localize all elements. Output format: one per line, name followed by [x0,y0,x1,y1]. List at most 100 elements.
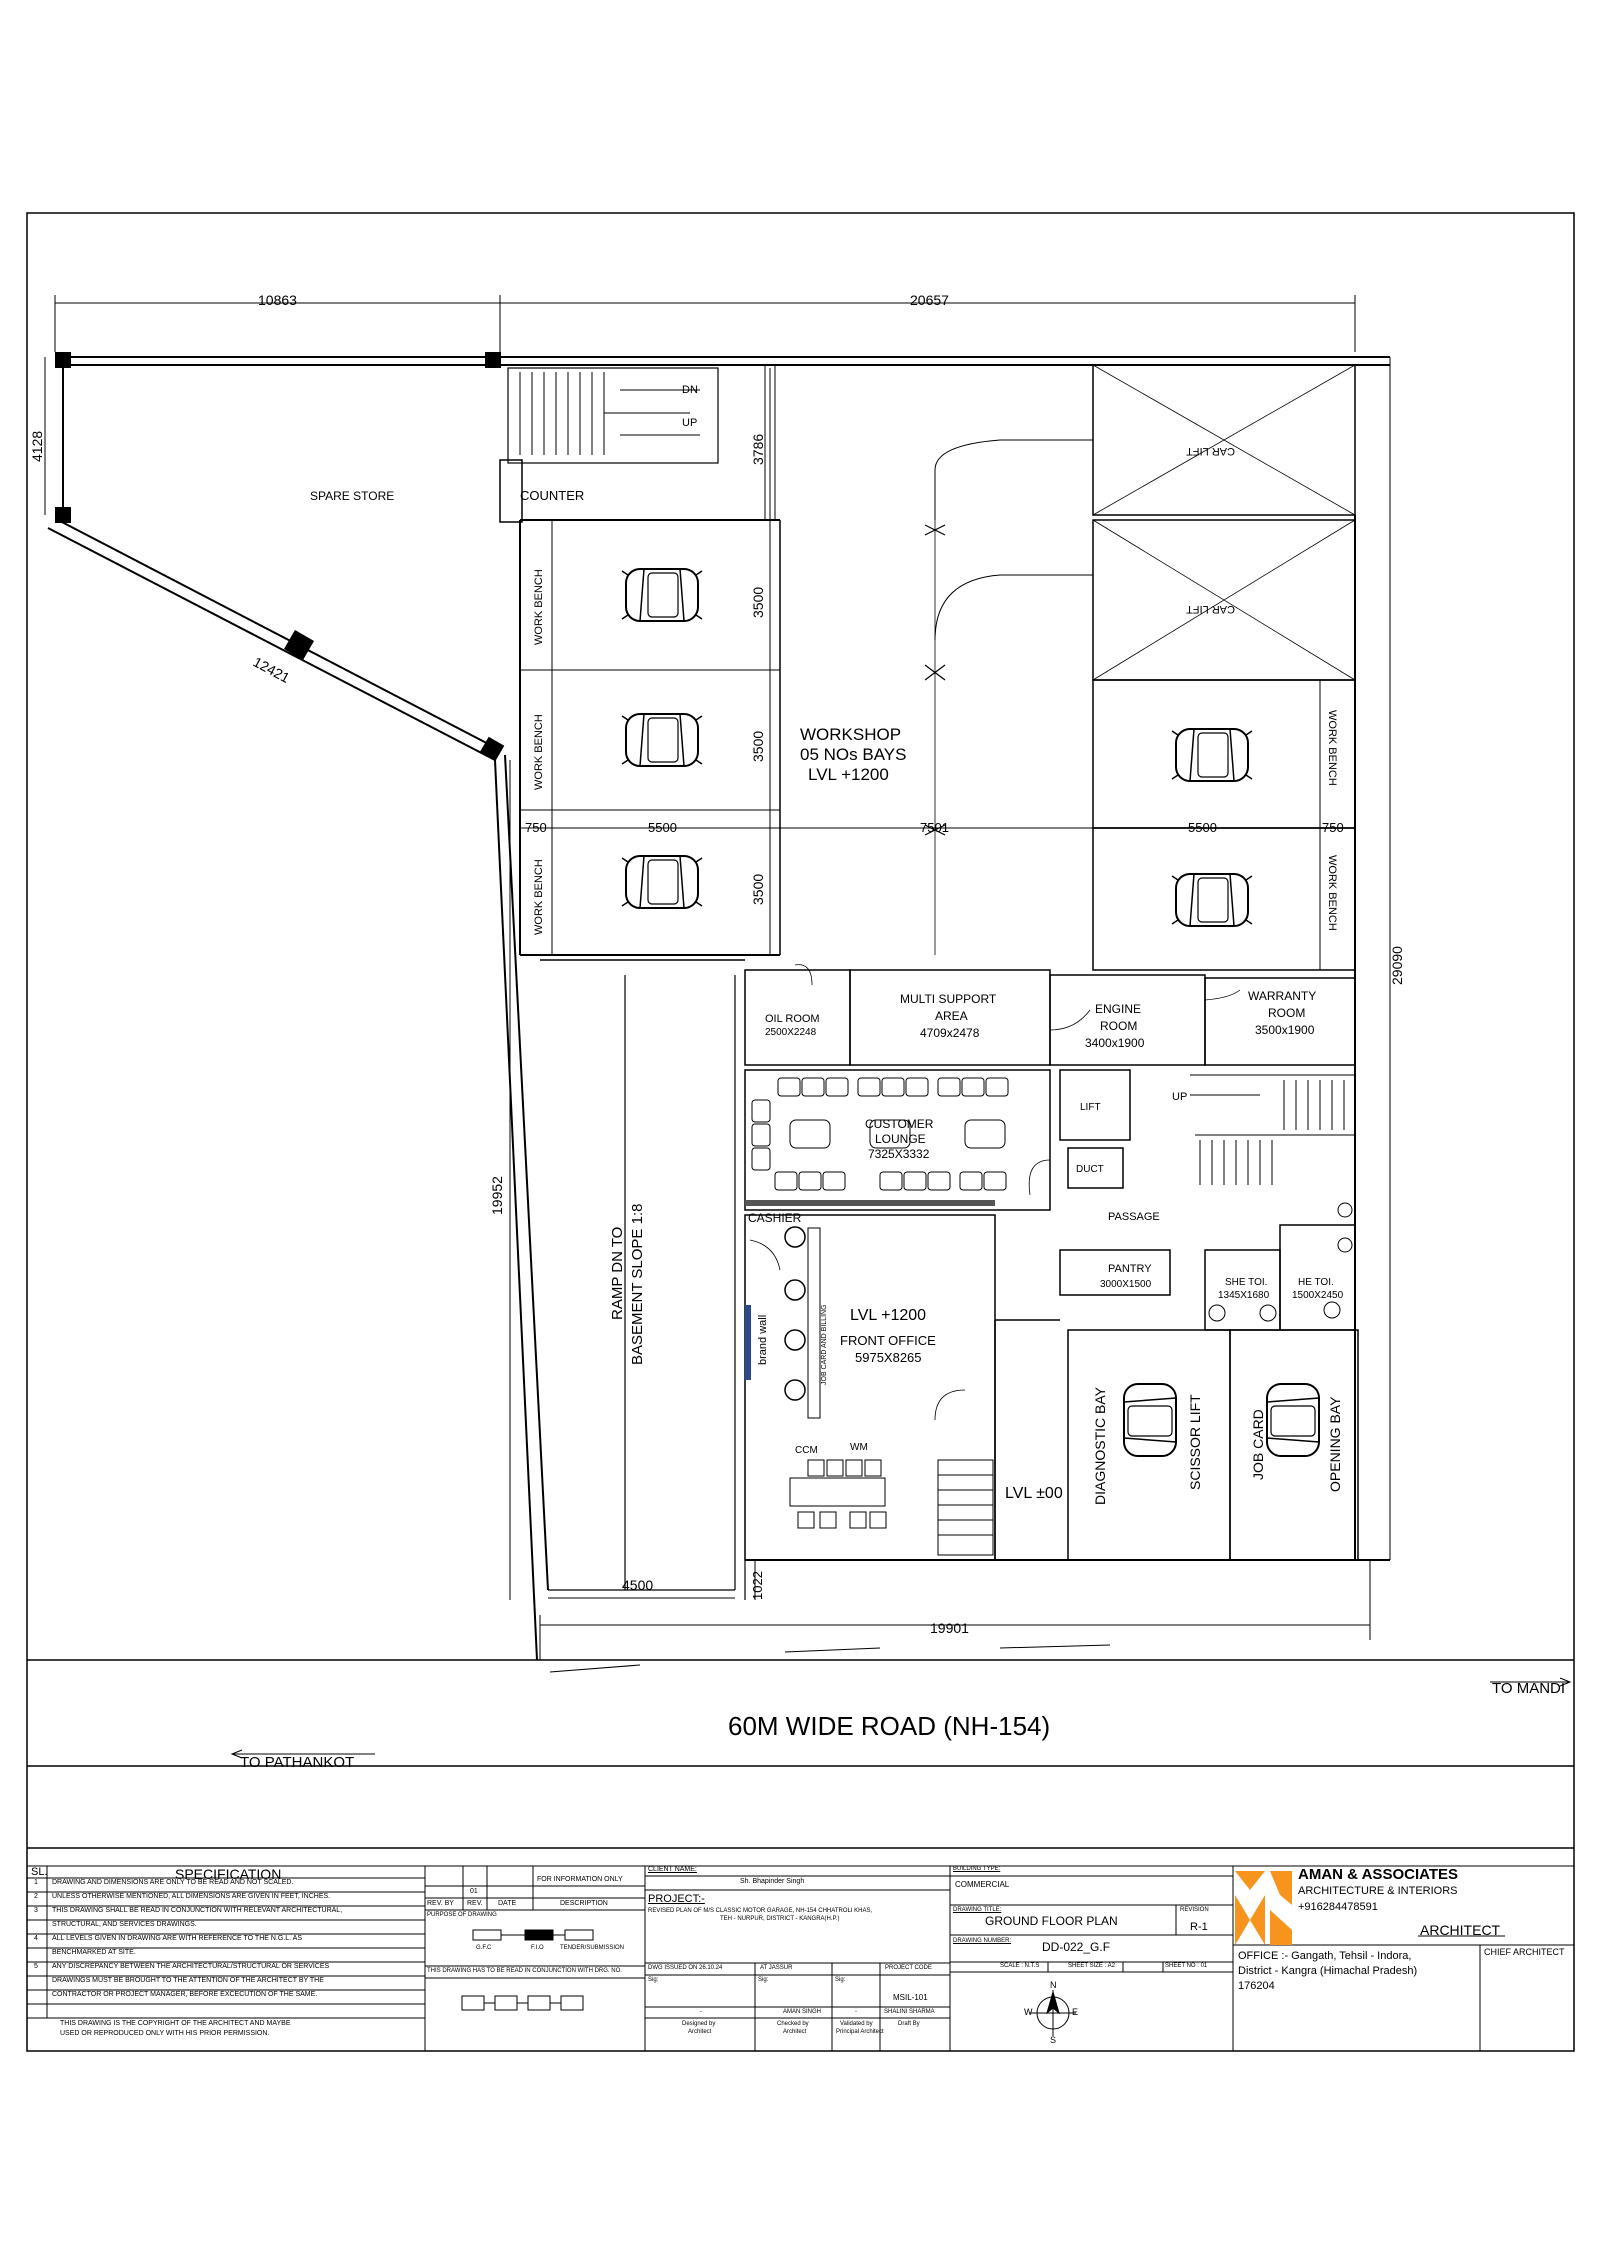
project-line-1: REVISED PLAN OF M/S CLASSIC MOTOR GARAGE… [648,1908,873,1914]
validated-by-label: Validated by [840,2021,873,2027]
sheet-no-label: SHEET NO : 01 [1165,1963,1208,1969]
she-toilet-size: 1345X1680 [1218,1290,1270,1301]
she-toilet-label: SHE TOI. [1225,1277,1267,1288]
dim-bay-2: 3500 [750,731,766,762]
engine-room-label-2: ROOM [1100,1019,1137,1033]
to-mandi-label: TO MANDI [1492,1680,1565,1697]
work-bench-5: WORK BENCH [1326,855,1338,931]
drawing-title: GROUND FLOOR PLAN [985,1914,1118,1928]
spec-item-number: 5 [34,1963,38,1970]
car-lift-label-2: CAR LIFT [1186,603,1235,615]
up-label: UP [682,417,697,429]
pantry-label: PANTRY [1108,1263,1152,1275]
front-office-level: LVL +1200 [850,1307,926,1324]
dim-left-side: 4128 [29,431,45,462]
project-line-2: TEH - NURPUR, DISTRICT - KANGRA(H.P.) [720,1916,840,1922]
dwg-issued: DWG ISSUED ON 26.10.24 [648,1965,723,1971]
rev-header: REV. [467,1900,483,1907]
dim-750-left: 750 [525,820,547,835]
spec-item-text: BENCHMARKED AT SITE. [52,1949,136,1956]
spec-item-text: ANY DISCREPANCY BETWEEN THE ARCHITECTURA… [52,1963,330,1970]
drawing-number: DD-022_G.F [1042,1940,1111,1954]
work-bench-2: WORK BENCH [533,714,545,790]
purpose-label: PURPOSE OF DRAWING [427,1912,497,1918]
duct-label: DUCT [1076,1164,1104,1175]
office-line-3: 176204 [1238,1980,1275,1992]
firm-name: AMAN & ASSOCIATES [1298,1866,1459,1883]
multi-support-size: 4709x2478 [920,1026,980,1040]
he-toilet-label: HE TOI. [1298,1277,1334,1288]
pantry-size: 3000X1500 [1100,1279,1152,1290]
engine-room-size: 3400x1900 [1085,1036,1145,1050]
rev-number: 01 [470,1888,478,1895]
warranty-room-size: 3500x1900 [1255,1023,1315,1037]
architect-label: ARCHITECT [1420,1922,1501,1938]
wm-label: WM [850,1442,868,1453]
job-card-billing-label: JOB CARD AND BILLING [821,1304,828,1385]
building-type: COMMERCIAL [955,1880,1010,1889]
spec-item-text: STRUCTURAL, AND SERVICES DRAWINGS. [52,1921,197,1928]
multi-support-label: MULTI SUPPORT [900,992,997,1006]
scissor-lift-label: SCISSOR LIFT [1187,1394,1203,1490]
dim-diagonal: 12421 [251,654,293,687]
dim-5500-right: 5500 [1188,820,1217,835]
compass-s: S [1050,2035,1057,2045]
spec-item-number: 2 [34,1893,38,1900]
workshop-bays: 05 NOs BAYS [800,745,906,764]
dwg-issued-at: AT JASSUR [760,1965,793,1971]
ccm-label: CCM [795,1445,818,1456]
spare-store-label: SPARE STORE [310,489,394,503]
workshop-label: WORKSHOP [800,725,901,744]
revision: R-1 [1190,1921,1208,1933]
drawing-number-label: DRAWING NUMBER: [953,1938,1012,1944]
spec-item-text: DRAWINGS MUST BE BROUGHT TO THE ATTENTIO… [52,1977,324,1984]
scale-label: SCALE : N.T.S [1000,1963,1040,1969]
engine-room-label: ENGINE [1095,1002,1141,1016]
car-bay-1 [621,568,703,622]
dim-bay-3: 3500 [750,874,766,905]
firm-subtitle: ARCHITECTURE & INTERIORS [1298,1885,1458,1897]
car-bay-2 [621,713,703,767]
dim-5500-left: 5500 [648,820,677,835]
project-code-label: PROJECT CODE [885,1965,932,1971]
car-bay-5 [1171,873,1253,927]
spec-item-number: 4 [34,1935,38,1942]
chief-architect-label: CHIEF ARCHITECT [1484,1947,1565,1957]
car-opening [1266,1383,1320,1457]
compass-w: W [1024,2007,1033,2017]
firm-phone: +916284478591 [1298,1901,1378,1913]
dim-bay-1: 3500 [750,587,766,618]
dim-right-side: 29090 [1389,946,1405,985]
spec-item-number: 1 [34,1879,38,1886]
warranty-room-label-2: ROOM [1268,1006,1305,1020]
validated-by-role: Principal Architect [836,2029,884,2035]
customer-lounge-size: 7325X3332 [868,1147,930,1161]
spec-item-text: ALL LEVELS GIVEN IN DRAWING ARE WITH REF… [52,1935,302,1942]
dim-top-left: 10863 [258,292,297,308]
revision-label: REVISION [1180,1907,1209,1913]
opening-bay-label: OPENING BAY [1327,1396,1343,1492]
diagnostic-bay-label: DIAGNOSTIC BAY [1092,1386,1108,1505]
customer-lounge-label-2: LOUNGE [875,1132,926,1146]
oil-room-size: 2500X2248 [765,1027,817,1038]
drawing-title-label: DRAWING TITLE: [953,1907,1002,1913]
date-header: DATE [498,1900,517,1907]
tender-label: TENDER/SUBMISSION [560,1945,625,1951]
sl-header: SL. [31,1866,48,1878]
to-pathankot-label: TO PATHANKOT [240,1754,354,1771]
client-name-label: CLIENT NAME: [648,1866,697,1873]
building-type-label: BUILDING TYPE: [953,1866,1001,1872]
office-line-1: OFFICE :- Gangath, Tehsil - Indora, [1238,1950,1412,1962]
brand-wall-marker [745,1305,751,1380]
spec-item-text: CONTRACTOR OR PROJECT MANAGER, BEFORE EX… [52,1991,318,1998]
dim-750-right: 750 [1322,820,1344,835]
cashier-label: CASHIER [748,1211,802,1225]
designed-by-role: Architect [688,2029,712,2035]
level-zero-label: LVL ±00 [1005,1485,1063,1502]
compass-e: E [1072,2007,1079,2017]
workshop-level: LVL +1200 [808,765,889,784]
validator-name: - [855,2009,857,2015]
copyright-line-2: USED OR REPRODUCED ONLY WITH HIS PRIOR P… [60,2030,270,2037]
car-lift-label-1: CAR LIFT [1186,445,1235,457]
